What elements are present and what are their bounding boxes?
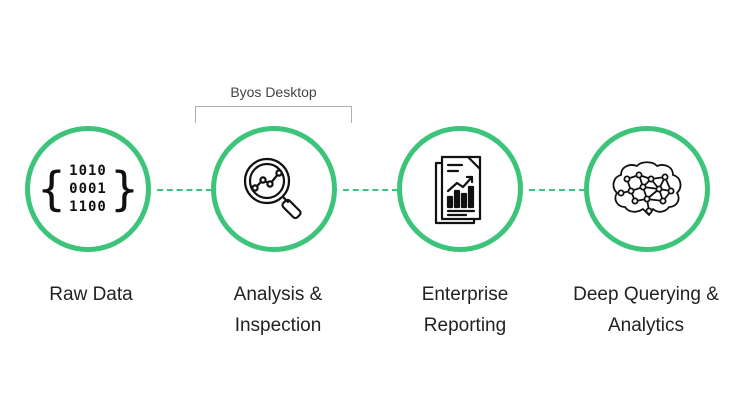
- binary-data-icon: { 1010 0001 1100 }: [36, 162, 140, 216]
- bracket-label: Byos Desktop: [230, 84, 317, 100]
- step-label-analysis: Analysis & Inspection: [233, 284, 323, 336]
- connector-3: [529, 189, 585, 191]
- step-label-reporting: Enterprise Reporting: [421, 284, 509, 336]
- connector-2: [343, 189, 398, 191]
- step-circle-analysis: [211, 126, 337, 252]
- step-circle-deep-querying: [584, 126, 710, 252]
- binary-row: 1100: [69, 199, 107, 215]
- neural-brain-icon: [612, 161, 682, 216]
- step-label-deep-querying: Deep Querying & Analytics: [573, 284, 719, 336]
- binary-row: 0001: [69, 181, 107, 197]
- binary-row: 1010: [69, 163, 107, 179]
- step-label-raw-data: Raw Data: [49, 284, 133, 305]
- report-document-icon: [434, 155, 482, 225]
- step-circle-raw-data: { 1010 0001 1100 }: [25, 126, 151, 252]
- magnifier-chart-icon: [243, 157, 302, 220]
- bracket: [195, 106, 352, 123]
- step-circle-reporting: [397, 126, 523, 252]
- connector-1: [157, 189, 212, 191]
